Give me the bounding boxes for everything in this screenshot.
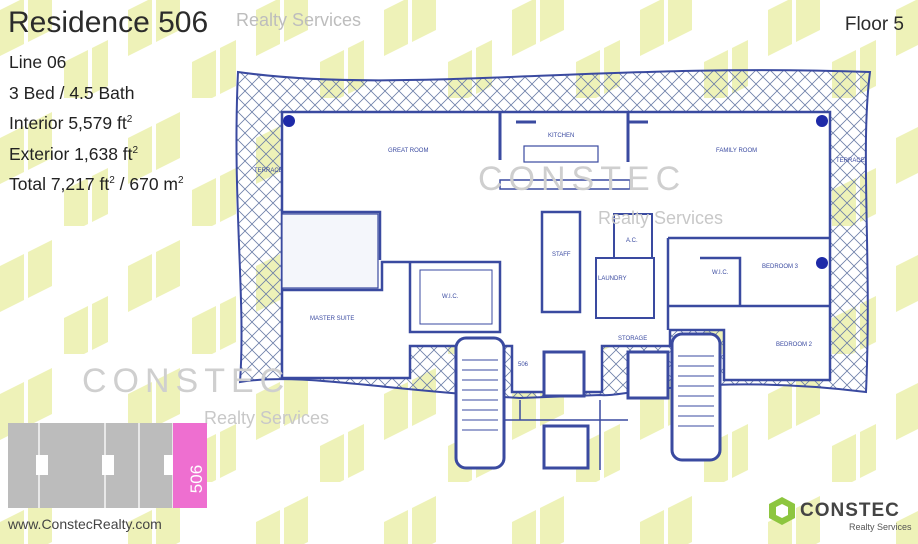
bedroom-walls	[666, 236, 830, 330]
room-great-room: GREAT ROOM	[388, 148, 429, 154]
page-title: Residence 506	[8, 6, 209, 39]
room-master-wic: W.I.C.	[442, 294, 459, 300]
kitchen-counter	[499, 179, 631, 190]
floor-label: Floor 5	[844, 14, 904, 35]
total-area: Total 7,217 ft2 / 670 m2	[9, 174, 184, 194]
room-bedroom-3: BEDROOM 3	[762, 264, 799, 270]
room-terrace-right: TERRACE	[836, 158, 865, 164]
key-plan-unit-label: 506	[187, 464, 207, 494]
staff-room	[540, 210, 582, 314]
unit-number: 506	[518, 362, 529, 368]
watermark-top: Realty Services	[236, 10, 362, 30]
room-staff: STAFF	[552, 252, 571, 258]
watermark-brand-2: CONSTEC	[82, 362, 291, 400]
room-bedroom-2: BEDROOM 2	[776, 342, 813, 348]
stair-right	[670, 332, 722, 462]
room-kitchen: KITCHEN	[548, 133, 575, 139]
column	[816, 257, 828, 269]
website-link[interactable]: www.ConstecRealty.com	[8, 516, 162, 532]
watermark-brand: CONSTEC	[478, 160, 687, 198]
logo-sub: Realty Services	[849, 522, 912, 532]
watermark-sub: Realty Services	[598, 208, 724, 228]
key-plan-active-unit	[173, 423, 207, 508]
room-master-suite: MASTER SUITE	[310, 316, 355, 322]
line-label: Line 06	[9, 52, 67, 72]
room-laundry: LAUNDRY	[598, 276, 627, 282]
room-terrace-left: TERRACE	[254, 168, 283, 174]
kitchen-island	[523, 145, 599, 163]
laundry-room	[595, 257, 655, 319]
column	[816, 115, 828, 127]
bed-bath-label: 3 Bed / 4.5 Bath	[9, 83, 135, 103]
master-walls	[282, 210, 502, 334]
logo-name: CONSTEC	[800, 500, 900, 521]
exterior-area: Exterior 1,638 ft2	[9, 144, 139, 164]
master-bath	[281, 213, 379, 289]
constec-logo-icon	[769, 497, 795, 525]
room-family-room: FAMILY ROOM	[716, 148, 758, 154]
kitchen-walls	[498, 112, 648, 162]
watermark-sub-2: Realty Services	[204, 408, 330, 428]
room-ac: A.C.	[626, 238, 638, 244]
elevator	[626, 350, 670, 400]
room-storage: STORAGE	[618, 336, 648, 342]
elevator	[542, 424, 590, 470]
master-wic	[419, 269, 493, 325]
room-wic-bed3: W.I.C.	[712, 270, 729, 276]
stair-left	[454, 336, 506, 470]
corridor	[504, 400, 628, 470]
elevator	[542, 350, 586, 398]
interior-area: Interior 5,579 ft2	[9, 113, 133, 133]
key-plan: 506	[8, 423, 207, 508]
column	[283, 115, 295, 127]
